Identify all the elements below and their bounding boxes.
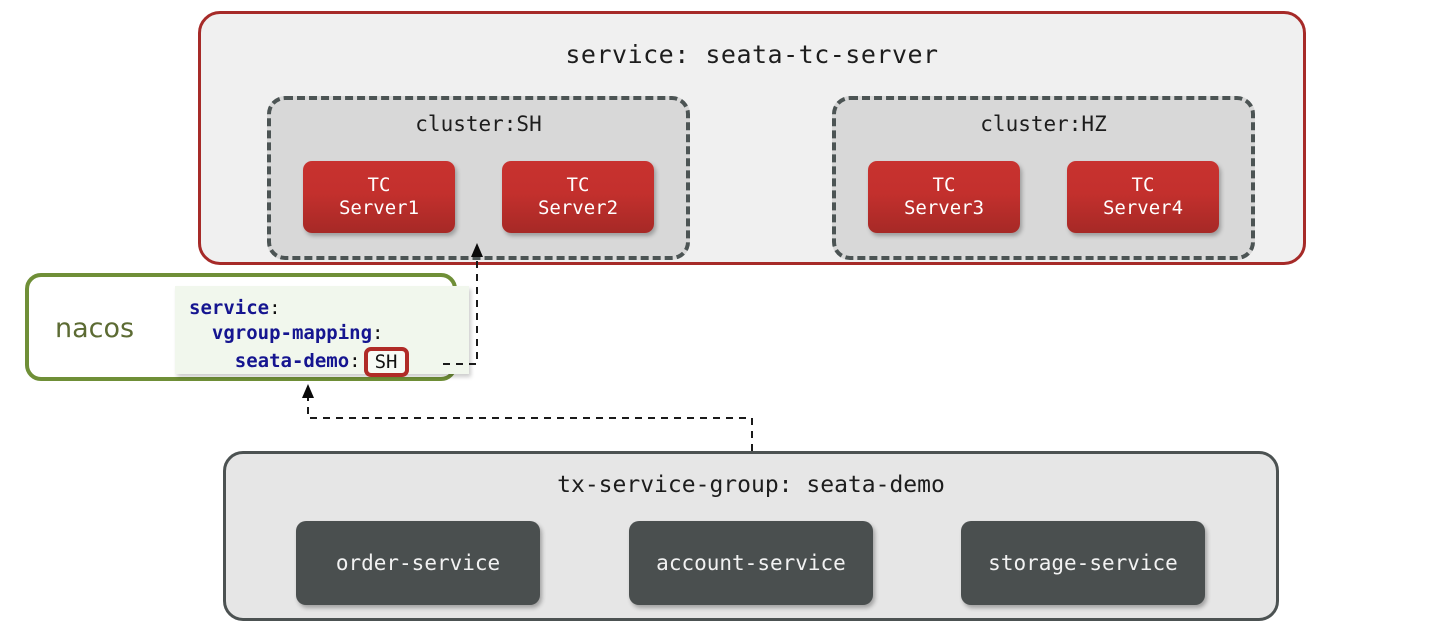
yaml-line-vgroup-mapping: vgroup-mapping: (189, 321, 469, 346)
yaml-indent-vgroup (189, 322, 212, 344)
tc-server2-line2: Server2 (537, 197, 619, 219)
cluster-sh: cluster:SH TC Server1 TC Server2 (267, 96, 690, 260)
txgroup-panel: tx-service-group: seata-demo order-servi… (223, 451, 1279, 621)
tc-server4-line2: Server4 (1102, 197, 1184, 219)
server-panel-title: service: seata-tc-server (565, 40, 939, 69)
service-storage[interactable]: storage-service (961, 521, 1205, 605)
nacos-config-card: service: vgroup-mapping: seata-demo:SH (175, 286, 469, 377)
yaml-colon-service: : (269, 297, 281, 319)
vgroup-mapping-value-badge[interactable]: SH (363, 347, 409, 377)
tc-server3-line1: TC (932, 173, 956, 196)
tc-server3-line2: Server3 (903, 197, 985, 219)
nacos-label: nacos (55, 313, 135, 344)
service-account[interactable]: account-service (629, 521, 873, 605)
yaml-colon-vgroup: : (372, 322, 384, 344)
yaml-key-seata-demo: seata-demo (234, 350, 350, 372)
service-order[interactable]: order-service (296, 521, 540, 605)
yaml-colon-seata-demo: : (349, 350, 361, 372)
service-order-label: order-service (335, 551, 501, 575)
yaml-line-service: service: (189, 296, 469, 321)
cluster-sh-label: cluster:SH (415, 112, 542, 136)
cluster-hz-label: cluster:HZ (980, 112, 1107, 136)
service-account-label: account-service (656, 551, 846, 575)
tc-server3[interactable]: TC Server3 (868, 161, 1020, 233)
yaml-key-vgroup-mapping: vgroup-mapping (211, 322, 373, 344)
yaml-key-service: service (189, 297, 270, 319)
tc-server4[interactable]: TC Server4 (1067, 161, 1219, 233)
tc-server4-line1: TC (1131, 173, 1155, 196)
tc-server1-line2: Server1 (338, 197, 420, 219)
cluster-hz: cluster:HZ TC Server3 TC Server4 (832, 96, 1255, 260)
tc-server2[interactable]: TC Server2 (502, 161, 654, 233)
tc-server1[interactable]: TC Server1 (303, 161, 455, 233)
service-storage-label: storage-service (988, 551, 1178, 575)
tc-server2-line1: TC (566, 173, 590, 196)
tc-server1-line1: TC (367, 173, 391, 196)
nacos-panel: nacos service: vgroup-mapping: seata-dem… (25, 273, 469, 381)
server-panel: service: seata-tc-server cluster:SH TC S… (198, 11, 1306, 265)
connector-txgroup-to-nacos (302, 384, 753, 451)
txgroup-panel-title: tx-service-group: seata-demo (557, 472, 945, 498)
yaml-line-seata-demo: seata-demo:SH (189, 346, 469, 377)
yaml-indent-seata-demo (189, 350, 235, 372)
